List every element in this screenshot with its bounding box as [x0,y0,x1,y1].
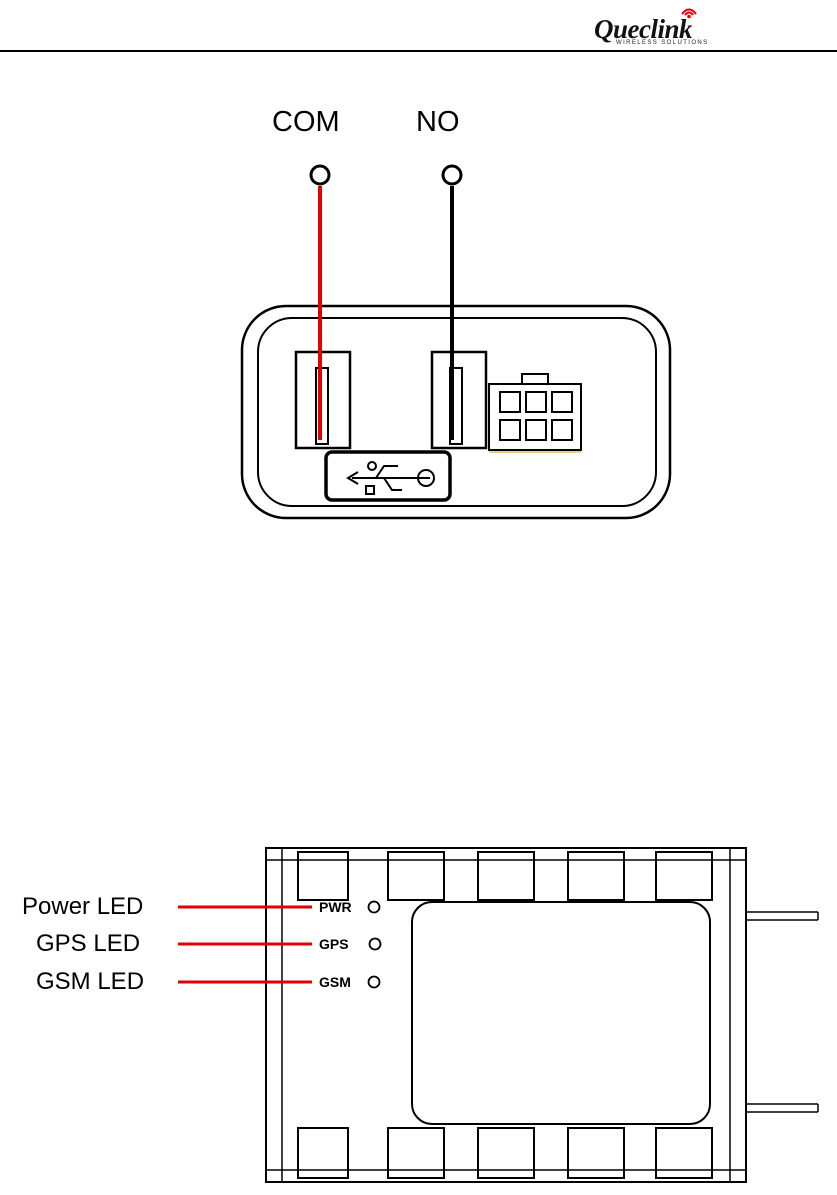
pwr-led [369,902,380,913]
marking-gsm: GSM [319,974,351,990]
no-terminal [443,166,461,184]
left-slot [296,352,350,448]
connector-6pin-icon [489,374,581,452]
gps-led [370,939,381,950]
callout-gsm-led: GSM LED [36,968,144,996]
gsm-led [369,977,380,988]
usb-icon [326,452,450,500]
marking-pwr: PWR [319,899,352,915]
callout-power-led: Power LED [22,893,143,921]
device-body-outer [242,306,670,518]
marking-gps: GPS [319,936,349,952]
label-panel [412,902,710,1124]
relay-device-diagram [242,166,670,518]
com-terminal [311,166,329,184]
right-slot [432,352,486,448]
callout-gps-led: GPS LED [36,930,140,958]
device-body-inner [258,318,656,506]
